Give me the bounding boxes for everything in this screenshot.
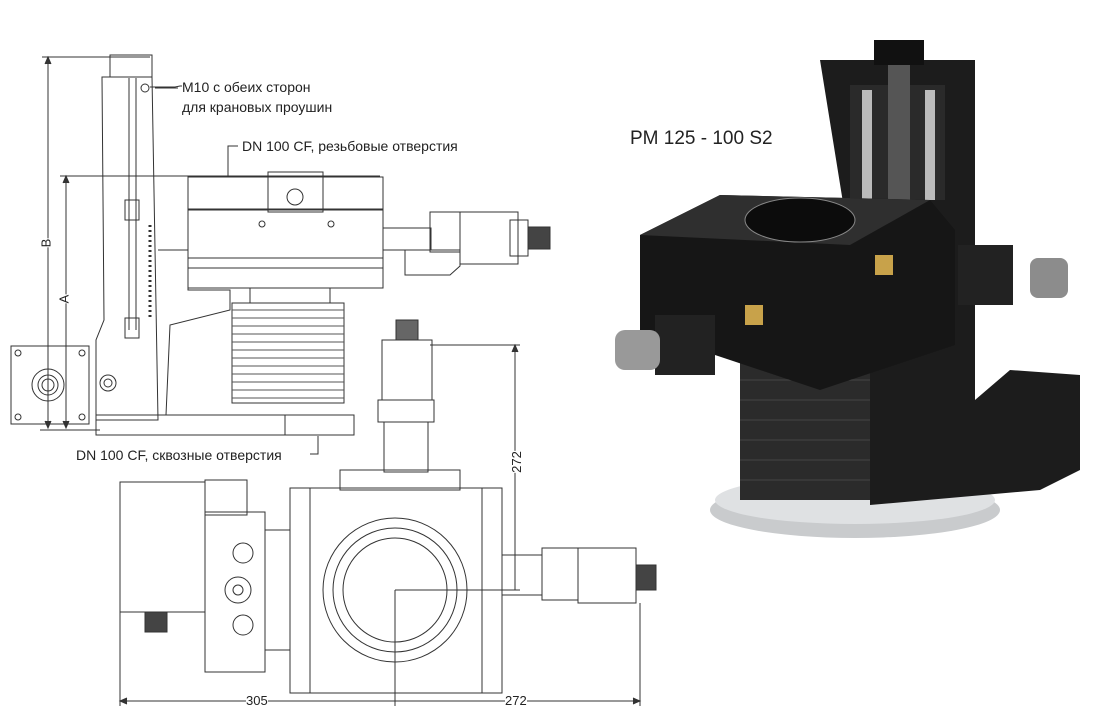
top-view-left-dimension: 305 bbox=[246, 693, 268, 708]
dimension-a-label: A bbox=[56, 294, 72, 304]
render-xy-stage bbox=[640, 195, 955, 390]
top-stage bbox=[187, 171, 384, 289]
render-right-motor bbox=[958, 245, 1013, 305]
base-flange bbox=[95, 414, 355, 436]
m10-label-line2: для крановых проушин bbox=[182, 99, 333, 115]
top-flange-label: DN 100 CF, резьбовые отверстия bbox=[242, 138, 458, 154]
left-stepper-motor bbox=[10, 345, 90, 425]
model-name-label: PM 125 - 100 S2 bbox=[630, 128, 773, 149]
bellows bbox=[231, 288, 345, 404]
top-view-height-dimension: 272 bbox=[508, 451, 524, 473]
dimension-b-label: B bbox=[38, 238, 54, 248]
render-left-motor bbox=[655, 315, 715, 375]
m10-label-line1: M10 с обеих сторон bbox=[182, 79, 311, 95]
bottom-flange-label: DN 100 CF, сквозные отверстия bbox=[76, 447, 282, 463]
right-stepper-motor bbox=[382, 211, 551, 276]
top-view-drawing bbox=[118, 319, 657, 706]
top-view-right-dimension: 272 bbox=[505, 693, 527, 708]
